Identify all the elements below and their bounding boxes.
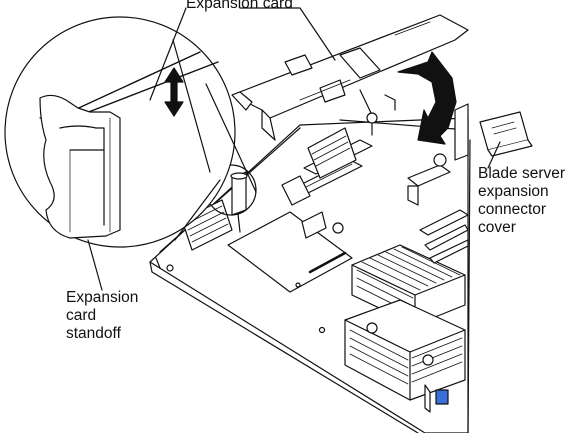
leader-expansion-card <box>239 7 336 61</box>
dimm-slots <box>407 164 469 264</box>
lift-arrow-graphic <box>397 51 457 145</box>
standoff-post <box>230 171 248 233</box>
leader-standoff <box>87 239 103 291</box>
expansion-card-standoff-label: Expansion card standoff <box>66 289 139 342</box>
board-components <box>281 103 469 413</box>
expansion-card-label: Expansion card <box>186 0 293 12</box>
heat-sink-upper <box>351 244 466 326</box>
heat-sink-lower <box>344 299 466 401</box>
leader-cover <box>487 141 501 169</box>
detail-magnifier <box>4 16 257 248</box>
leader-expansion-card-detail <box>149 7 187 101</box>
daughter-card <box>227 211 353 293</box>
connector-cover-graphic <box>479 111 533 157</box>
connector-cover-label: Blade server expansion connector cover <box>478 165 566 236</box>
expansion-card-graphic <box>231 14 469 141</box>
